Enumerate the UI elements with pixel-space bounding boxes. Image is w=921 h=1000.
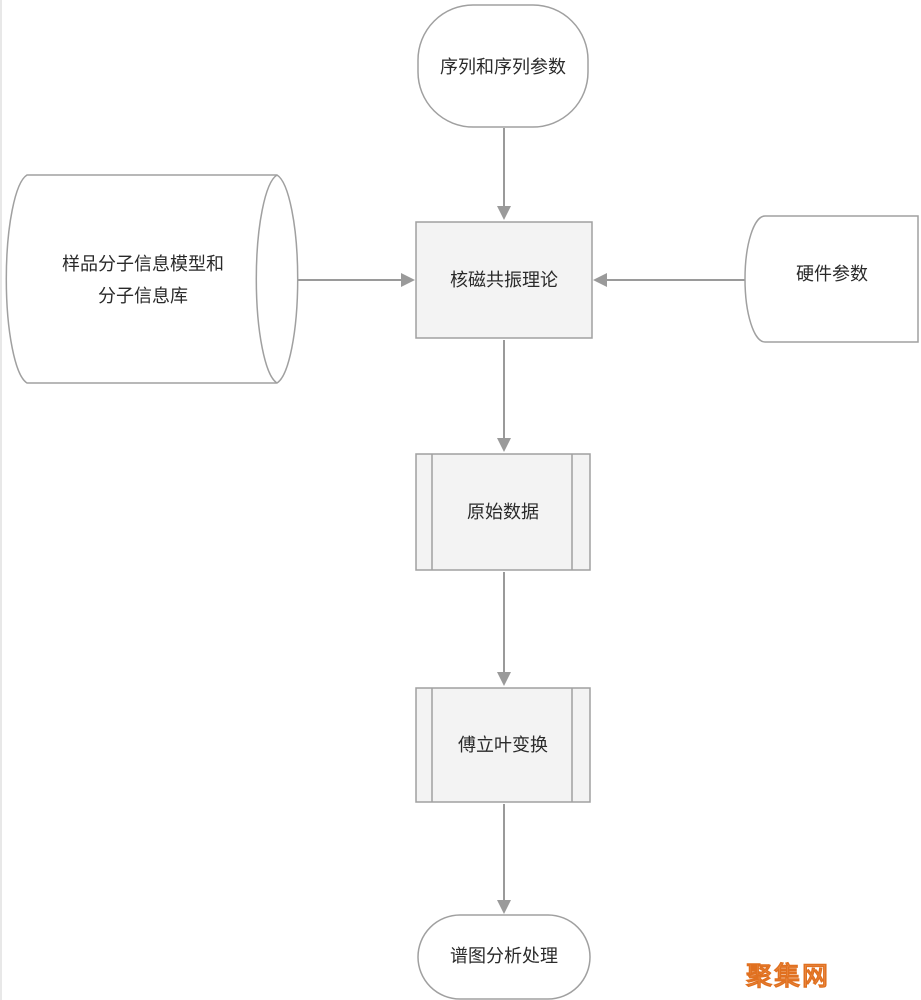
node-spectrum-analysis: 谱图分析处理: [417, 914, 591, 1000]
node-raw-data: 原始数据: [415, 453, 591, 571]
node-spectrum-analysis-label: 谱图分析处理: [450, 946, 558, 967]
node-sample-info-label-line1: 样品分子信息模型和: [62, 254, 224, 275]
watermark-logo: 聚集网: [745, 961, 830, 992]
node-hardware-params: 硬件参数: [744, 215, 919, 343]
node-sequence-params-label: 序列和序列参数: [440, 57, 566, 78]
node-hardware-params-label: 硬件参数: [796, 264, 868, 285]
node-nmr-theory-label: 核磁共振理论: [450, 270, 558, 291]
node-nmr-theory: 核磁共振理论: [415, 221, 593, 339]
node-fourier-transform-label: 傅立叶变换: [458, 735, 548, 756]
node-sample-info: 样品分子信息模型和 分子信息库: [5, 174, 299, 384]
node-sample-info-label-line2: 分子信息库: [98, 286, 188, 307]
node-raw-data-label: 原始数据: [467, 502, 539, 523]
node-fourier-transform: 傅立叶变换: [415, 687, 591, 803]
node-sequence-params: 序列和序列参数: [417, 4, 589, 128]
